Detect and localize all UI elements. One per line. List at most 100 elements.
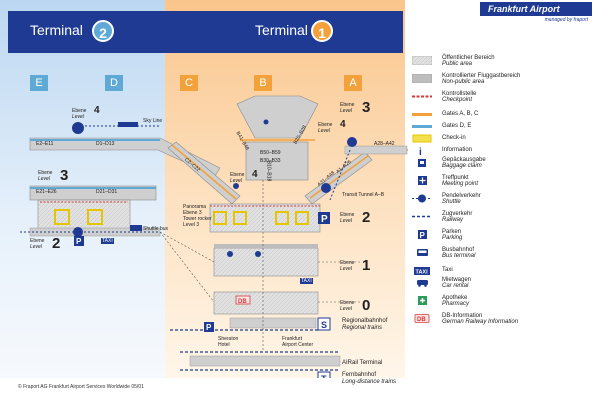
- legend-item: Kontrollstelle Checkpoint: [412, 91, 598, 105]
- legend-label-de: Zugverkehr: [442, 211, 473, 217]
- gates-a28-a42-label: A28–A42: [374, 141, 395, 147]
- legend-item: Pendelverkehr Shuttle: [412, 193, 598, 207]
- legend-label-de: Öffentlicher Bereich: [442, 55, 495, 61]
- baggage-claim-icon: [418, 159, 426, 167]
- legend-label-de: Gepäckausgabe: [442, 157, 486, 163]
- gates-d1-d13-label: D1–D13: [96, 141, 115, 147]
- terminal-2-header: Terminal 2: [8, 11, 165, 53]
- gate-area-c-label: C: [180, 75, 198, 91]
- legend-label-de: Gates A, B, C: [442, 111, 479, 117]
- regional-trains-label: Regional trains: [342, 325, 383, 331]
- parking-sign-t1: P: [318, 212, 330, 225]
- shuttle-bus-label: Shuttle bus: [143, 226, 169, 232]
- gate-area-e-label: E: [30, 75, 48, 91]
- shuttle-bus-route: [20, 225, 160, 237]
- terminal-1-main-hall-level-2: [209, 203, 321, 233]
- legend-item: Kontrollierter Fluggastbereich Non-publi…: [412, 73, 598, 87]
- parking-sign-t2: P: [74, 236, 84, 246]
- gates-b10-b18-label: B10–B18: [265, 160, 272, 182]
- airrail-terminal-label: AIRail Terminal: [342, 360, 383, 366]
- gates-e2-e11-label: E2–E11: [36, 141, 54, 147]
- terminal-floor-plan: P P P S T DB: [20, 95, 408, 378]
- gates-de-line-icon: [412, 125, 432, 128]
- legend-label-de: Parken: [442, 229, 462, 235]
- map-legend: Öffentlicher Bereich Public area Kontrol…: [412, 55, 598, 385]
- frankfurt-airport-logo: Frankfurt Airport managed by fraport: [480, 2, 592, 24]
- legend-label-en: Railway: [442, 217, 464, 223]
- terminal-1-pier-b: [240, 139, 315, 181]
- terminal-1-level-1-hall: [213, 244, 319, 277]
- legend-item: TAXI Taxi: [412, 265, 598, 279]
- taxi-icon: TAXI: [414, 267, 430, 276]
- transit-tunnel-label: Transit Tunnel A–B: [342, 192, 385, 198]
- information-icon: i: [419, 147, 422, 155]
- db-information-sign: DB: [235, 295, 251, 305]
- legend-label-de: Taxi: [442, 267, 453, 273]
- terminal-1-title: Terminal: [255, 22, 308, 38]
- legend-item: Mietwagen Car rental: [412, 277, 598, 291]
- legend-label-en: Baggage claim: [442, 163, 482, 169]
- legend-label-de: Apotheke: [442, 295, 468, 301]
- gate-area-a-label: A: [344, 75, 362, 91]
- terminal-1-level-0-hall: [213, 291, 319, 315]
- panorama-label-1: Panorama: [183, 204, 207, 210]
- sheraton-label-1: Sheraton: [218, 336, 239, 342]
- brand-tagline: managed by fraport: [544, 17, 588, 23]
- legend-label-de: Treffpunkt: [442, 175, 469, 181]
- airrail-terminal: [180, 351, 341, 367]
- taxi-sign-t2: TAXI: [101, 238, 114, 244]
- svg-text:P: P: [76, 237, 82, 246]
- terminal-1-pier-b-head: [236, 95, 319, 139]
- legend-label-de: Information: [442, 147, 473, 153]
- legend-label-en: Non-public area: [442, 79, 485, 85]
- gates-b30-b33-label: B30–B33: [260, 158, 281, 164]
- gates-d21-d31-label: D21–D31: [96, 189, 118, 195]
- legend-item: Gepäckausgabe Baggage claim: [412, 157, 598, 171]
- check-in-swatch-icon: [412, 134, 432, 143]
- legend-label-en: Pharmacy: [442, 301, 470, 307]
- terminal-1-number-badge: 1: [311, 20, 333, 42]
- legend-item: Gates A, B, C: [412, 109, 598, 123]
- skyline-shuttle-route-t2: [72, 122, 160, 134]
- legend-label-en: Shuttle: [442, 199, 461, 205]
- legend-item: Busbahnhof Bus terminal: [412, 247, 598, 261]
- panorama-label-4: Level 3: [183, 222, 200, 228]
- bus-terminal-icon: [417, 249, 428, 256]
- brand-name: Frankfurt Airport: [480, 2, 592, 16]
- legend-item: Zugverkehr Railway: [412, 211, 598, 225]
- regional-station-label: Regionalbahnhof: [342, 318, 388, 324]
- taxi-sign-t1: TAXI: [300, 278, 313, 284]
- legend-label-en: Checkpoint: [442, 97, 473, 103]
- long-distance-station-label: Fernbahnhof: [342, 372, 377, 378]
- legend-label-en: Car rental: [442, 283, 469, 289]
- copyright-footer: © Fraport AG Frankfurt Airport Services …: [18, 384, 144, 390]
- airport-center-label-2: Airport Center: [282, 342, 314, 348]
- long-distance-train-sign: T: [317, 371, 331, 378]
- pharmacy-icon: [418, 296, 427, 305]
- nonpublic-area-swatch-icon: [412, 74, 432, 83]
- svg-text:P: P: [321, 214, 328, 225]
- terminal-1-pier-c: [167, 141, 241, 205]
- legend-label-de: Kontrollierter Fluggastbereich: [442, 73, 521, 79]
- gates-b50-b59-label: B50–B59: [260, 150, 281, 156]
- svg-text:P: P: [206, 323, 212, 332]
- svg-text:TAXI: TAXI: [416, 270, 429, 276]
- legend-item: Check-in: [412, 133, 598, 147]
- legend-item: Gates D, E: [412, 121, 598, 135]
- legend-label-de: Mietwagen: [442, 277, 472, 283]
- skyline-label: Sky Line: [143, 118, 163, 124]
- legend-item: Treffpunkt Meeting point: [412, 175, 598, 189]
- railway-line-icon: [412, 215, 432, 218]
- meeting-point-icon: [418, 176, 427, 185]
- legend-label-de: Gates D, E: [442, 123, 472, 129]
- car-rental-icon: [417, 280, 428, 287]
- legend-item: Öffentlicher Bereich Public area: [412, 55, 598, 69]
- panorama-label-3: Tower rocker: [183, 216, 212, 222]
